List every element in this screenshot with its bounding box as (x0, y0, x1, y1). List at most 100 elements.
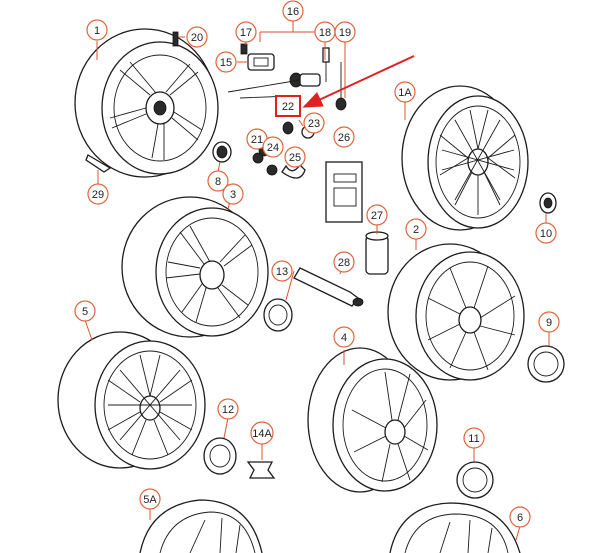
callout-ring (333, 126, 355, 148)
part-11-center-cap (456, 461, 494, 499)
callout-14a: 14A (250, 421, 274, 445)
callout-2: 2 (405, 218, 427, 240)
callout-ring (235, 21, 257, 43)
callout-20: 20 (186, 26, 208, 48)
callout-label: 27 (371, 210, 383, 222)
callout-label: 23 (308, 118, 320, 130)
callout-label: 19 (339, 27, 351, 39)
callout-ring (282, 0, 304, 22)
callout-3: 3 (222, 183, 244, 205)
callout-label: 26 (338, 132, 350, 144)
callout-16: 16 (282, 0, 304, 22)
callout-18: 18 (314, 21, 336, 43)
part-26-sticker-pack (325, 161, 363, 223)
callout-8: 8 (207, 170, 229, 192)
part-27-can (365, 231, 389, 275)
callout-22: 22 (282, 101, 294, 113)
part-28-tube (293, 267, 364, 307)
part-8-center-cap (212, 141, 232, 163)
callout-label: 25 (289, 152, 301, 164)
wheel-4 (307, 347, 438, 493)
callout-label: 13 (276, 266, 288, 278)
callout-ring (334, 21, 356, 43)
highlight-box-22 (275, 95, 301, 117)
callout-label: 18 (319, 27, 331, 39)
callout-label: 2 (413, 224, 419, 236)
callout-15: 15 (215, 51, 237, 73)
callout-1a: 1A (394, 81, 416, 103)
callout-label: 1A (398, 87, 412, 99)
callout-label: 5 (82, 306, 88, 318)
part-16-valve (227, 72, 321, 99)
callout-ring (366, 204, 388, 226)
callout-ring (87, 183, 109, 205)
callout-11: 11 (463, 427, 485, 449)
callout-label: 3 (230, 189, 236, 201)
callout-label: 21 (251, 134, 263, 146)
callout-6: 6 (509, 506, 531, 528)
callout-ring (303, 112, 325, 134)
callout-ring (535, 222, 557, 244)
callout-5: 5 (74, 300, 96, 322)
callout-label: 17 (240, 27, 252, 39)
callout-ring (186, 26, 208, 48)
callout-ring (284, 146, 306, 168)
callout-13: 13 (271, 260, 293, 282)
callout-ring (86, 19, 108, 41)
wheel-1 (74, 28, 219, 178)
callout-label: 15 (220, 57, 232, 69)
callout-label: 16 (287, 6, 299, 18)
callout-ring (74, 300, 96, 322)
callout-23: 23 (303, 112, 325, 134)
callout-label: 29 (92, 189, 104, 201)
callout-label: 9 (546, 317, 552, 329)
callout-group: 1 20 16 17 18 19 15 1A 22 23 21 24 25 26 29 83 10 27 2 13 28… (74, 0, 560, 528)
callout-ring (215, 51, 237, 73)
wheel-3 (121, 196, 269, 338)
callout-label: 22 (282, 101, 294, 113)
callout-4: 4 (333, 326, 355, 348)
wheel-1a (401, 85, 529, 231)
part-10-center-cap (539, 192, 557, 214)
callout-28: 28 (333, 251, 355, 273)
part-18-19-caps (322, 47, 347, 111)
callout-label: 20 (191, 32, 203, 44)
callout-27: 27 (366, 204, 388, 226)
callout-ring (405, 218, 427, 240)
callout-label: 24 (267, 142, 279, 154)
part-29-clip (85, 154, 112, 173)
callout-ring (333, 326, 355, 348)
callout-24: 24 (262, 136, 284, 158)
callout-ring (463, 427, 485, 449)
callout-12: 12 (217, 398, 239, 420)
callout-19: 19 (334, 21, 356, 43)
callout-26: 26 (333, 126, 355, 148)
part-22-valve-insert (282, 121, 294, 135)
callout-label: 10 (540, 228, 552, 240)
part-14a-clip (246, 461, 276, 479)
callout-ring (509, 506, 531, 528)
callout-ring (217, 398, 239, 420)
callout-25: 25 (284, 146, 306, 168)
part-12-center-cap (203, 437, 237, 475)
callout-ring (271, 260, 293, 282)
callout-ring (394, 81, 416, 103)
callout-9: 9 (538, 311, 560, 333)
callout-label: 1 (94, 25, 100, 37)
callout-10: 10 (535, 222, 557, 244)
callout-ring (262, 136, 284, 158)
part-17-screw (240, 43, 248, 55)
callout-ring (139, 488, 161, 510)
callout-label: 4 (341, 332, 347, 344)
wheel-5a (139, 499, 263, 553)
wheel-6 (389, 502, 521, 553)
callout-17: 17 (235, 21, 257, 43)
callout-label: 12 (222, 404, 234, 416)
callout-ring (250, 421, 274, 445)
callout-label: 28 (338, 257, 350, 269)
wheel-5 (57, 331, 206, 470)
part-13-center-cap (263, 298, 293, 332)
callout-ring (222, 183, 244, 205)
